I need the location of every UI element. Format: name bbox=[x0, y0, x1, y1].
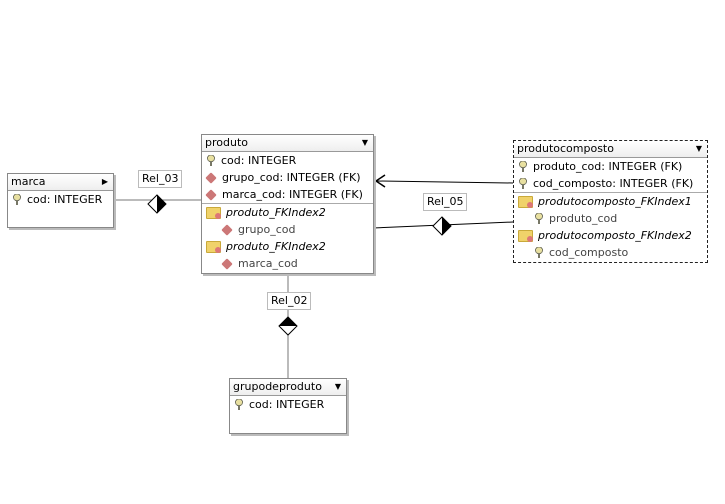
field: cod: INTEGER bbox=[221, 154, 297, 167]
table-title: grupodeproduto bbox=[233, 380, 322, 393]
primary-key-icon bbox=[12, 194, 22, 205]
expand-arrow-icon[interactable]: ▶ bbox=[101, 177, 108, 186]
primary-key-icon bbox=[534, 213, 544, 224]
primary-key-icon bbox=[518, 178, 528, 189]
table-marca[interactable]: marca ▶ cod: INTEGER bbox=[7, 173, 114, 228]
primary-key-icon bbox=[234, 399, 244, 410]
field: produto_cod: INTEGER (FK) bbox=[533, 160, 683, 173]
index-name: produto_FKIndex2 bbox=[226, 240, 326, 253]
rel05-label[interactable]: Rel_05 bbox=[423, 193, 468, 211]
index-column: marca_cod bbox=[238, 257, 298, 270]
index-folder-icon bbox=[206, 240, 221, 253]
foreign-key-icon bbox=[205, 188, 217, 201]
field: cod_composto: INTEGER (FK) bbox=[533, 177, 694, 190]
foreign-key-icon bbox=[205, 171, 217, 184]
primary-key-icon bbox=[518, 161, 528, 172]
dropdown-arrow-icon[interactable]: ▼ bbox=[361, 138, 368, 147]
index-column: produto_cod bbox=[549, 212, 618, 225]
index-folder-icon bbox=[206, 206, 221, 219]
primary-key-icon bbox=[206, 155, 216, 166]
table-title: produto bbox=[205, 136, 248, 149]
dropdown-arrow-icon[interactable]: ▼ bbox=[695, 144, 702, 153]
rel02-label[interactable]: Rel_02 bbox=[267, 292, 312, 310]
index-column: cod_composto bbox=[549, 246, 629, 259]
rel03-label[interactable]: Rel_03 bbox=[138, 170, 183, 188]
index-column: grupo_cod bbox=[238, 223, 296, 236]
arrow-head bbox=[374, 174, 386, 188]
index-folder-icon bbox=[518, 229, 533, 242]
foreign-key-icon bbox=[221, 257, 233, 270]
field: marca_cod: INTEGER (FK) bbox=[222, 188, 363, 201]
table-title: marca bbox=[11, 175, 46, 188]
index-name: produtocomposto_FKIndex2 bbox=[538, 229, 692, 242]
index-folder-icon bbox=[518, 195, 533, 208]
table-grupodeproduto[interactable]: grupodeproduto ▼ cod: INTEGER bbox=[229, 378, 347, 434]
index-name: produto_FKIndex2 bbox=[226, 206, 326, 219]
field: cod: INTEGER bbox=[27, 193, 103, 206]
table-title: produtocomposto bbox=[517, 142, 614, 155]
foreign-key-icon bbox=[221, 223, 233, 236]
table-produtocomposto[interactable]: produtocomposto ▼ produto_cod: INTEGER (F… bbox=[513, 140, 708, 263]
table-produto[interactable]: produto ▼ cod: INTEGER grupo_cod: INTEGER… bbox=[201, 134, 374, 274]
dropdown-arrow-icon[interactable]: ▼ bbox=[334, 382, 341, 391]
field: cod: INTEGER bbox=[249, 398, 325, 411]
index-name: produtocomposto_FKIndex1 bbox=[538, 195, 692, 208]
primary-key-icon bbox=[534, 247, 544, 258]
field: grupo_cod: INTEGER (FK) bbox=[222, 171, 361, 184]
